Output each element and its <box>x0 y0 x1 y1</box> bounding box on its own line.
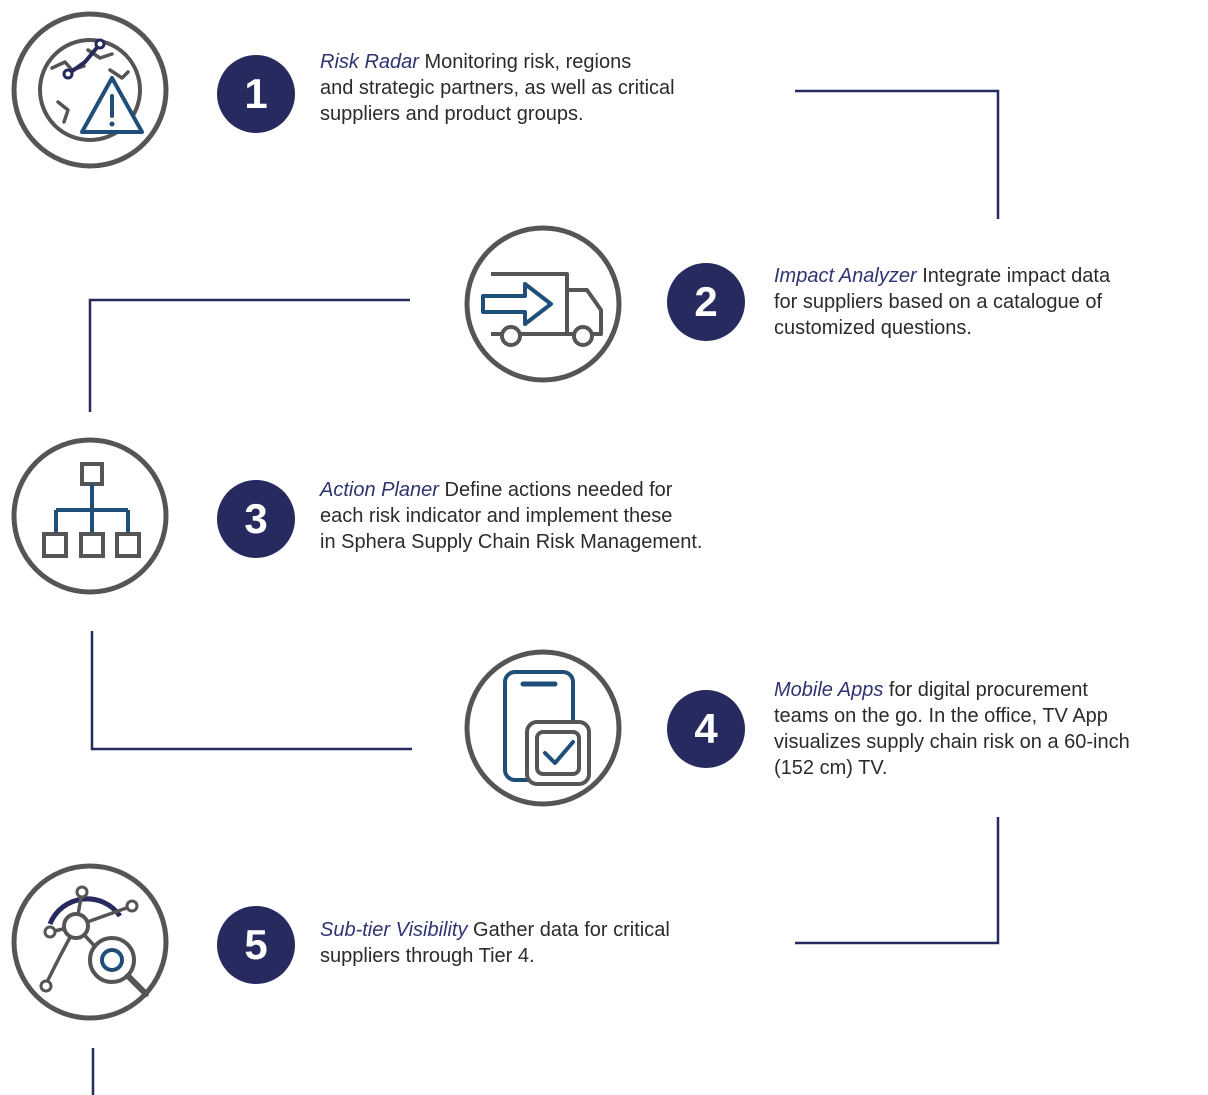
step-4-line-2: teams on the go. In the office, TV App <box>774 705 1108 727</box>
step-3-title: Action Planer <box>320 479 439 501</box>
step-3-line-3: in Sphera Supply Chain Risk Management. <box>320 531 703 553</box>
connector-1-2 <box>795 89 1000 219</box>
org-chart-icon <box>11 437 169 595</box>
step-1-number-badge: 1 <box>217 55 295 133</box>
step-1-description: Risk Radar Monitoring risk, regions and … <box>320 49 790 127</box>
step-4-title: Mobile Apps <box>774 679 884 701</box>
step-2-description: Impact Analyzer Integrate impact data fo… <box>774 263 1194 341</box>
step-1-line-1: Monitoring risk, regions <box>424 51 632 73</box>
step-4-line-1: for digital procurement <box>888 679 1088 701</box>
clipboard-check-icon <box>464 649 622 807</box>
step-2-icon-circle <box>463 224 623 384</box>
step-4-icon-circle <box>463 648 623 808</box>
step-4-number-badge: 4 <box>667 690 745 768</box>
step-5-line-1: Gather data for critical <box>473 919 670 941</box>
globe-warning-icon <box>11 11 169 169</box>
step-2-line-3: customized questions. <box>774 317 972 339</box>
step-3-icon-circle <box>10 436 170 596</box>
step-1-line-3: suppliers and product groups. <box>320 103 584 125</box>
step-5-description: Sub-tier Visibility Gather data for crit… <box>320 917 790 969</box>
step-2-title: Impact Analyzer <box>774 265 917 287</box>
step-3-line-2: each risk indicator and implement these <box>320 505 673 527</box>
step-2-line-2: for suppliers based on a catalogue of <box>774 291 1102 313</box>
step-5-title: Sub-tier Visibility <box>320 919 468 941</box>
step-5-number-badge: 5 <box>217 906 295 984</box>
connector-2-3 <box>88 298 410 412</box>
step-2-number-badge: 2 <box>667 263 745 341</box>
step-3-number-badge: 3 <box>217 480 295 558</box>
step-5-line-2: suppliers through Tier 4. <box>320 945 535 967</box>
connector-4-5 <box>795 817 1000 945</box>
step-5-icon-circle <box>10 862 170 1022</box>
step-1-title: Risk Radar <box>320 51 419 73</box>
step-3-description: Action Planer Define actions needed for … <box>320 477 790 555</box>
step-1-icon-circle <box>10 10 170 170</box>
step-4-line-3: visualizes supply chain risk on a 60-inc… <box>774 731 1130 753</box>
step-4-line-4: (152 cm) TV. <box>774 757 888 779</box>
step-3-line-1: Define actions needed for <box>444 479 673 501</box>
step-4-description: Mobile Apps for digital procurement team… <box>774 677 1204 781</box>
connector-3-4 <box>90 631 412 751</box>
step-1-line-2: and strategic partners, as well as criti… <box>320 77 675 99</box>
step-2-line-1: Integrate impact data <box>922 265 1111 287</box>
network-search-icon <box>11 863 169 1021</box>
delivery-truck-icon <box>464 225 622 383</box>
